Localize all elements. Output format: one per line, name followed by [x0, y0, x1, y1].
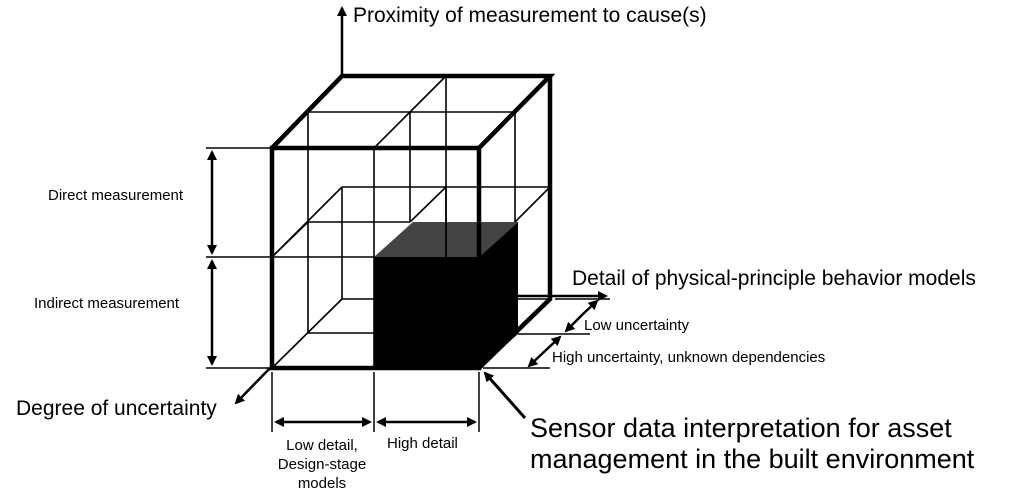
horizontal-axis-label: Detail of physical-principle behavior mo… [572, 267, 976, 290]
low-detail-label-line2: Design-stage [277, 456, 367, 473]
horizontal-dimension-lines [271, 372, 480, 432]
highlight-pointer-arrow [483, 371, 527, 419]
high-uncertainty-arrow [544, 335, 562, 352]
low-detail-label-line3: models [297, 475, 347, 492]
high-uncertainty-label: High uncertainty, unknown dependencies [552, 349, 826, 366]
indirect-measurement-label: Indirect measurement [34, 295, 180, 312]
depth-dimension-lines [483, 298, 610, 369]
high-uncertainty-arrow-2 [527, 350, 546, 368]
high-detail-label: High detail [387, 435, 458, 452]
vertical-dimension-lines [206, 147, 272, 369]
low-uncertainty-arrow-2 [564, 313, 584, 333]
low-detail-label: Low detail, Design-stage models [262, 436, 382, 493]
low-detail-label-line1: Low detail, [286, 437, 358, 454]
depth-axis-label: Degree of uncertainty [16, 397, 217, 420]
vertical-axis-label: Proximity of measurement to cause(s) [353, 4, 707, 27]
highlight-description-line2: management in the built environment [530, 444, 975, 474]
highlight-description-line1: Sensor data interpretation for asset [530, 413, 952, 443]
low-uncertainty-label: Low uncertainty [584, 317, 690, 334]
highlight-cube-front [374, 257, 479, 368]
cube-outer-edges [269, 73, 556, 371]
low-uncertainty-arrow [582, 299, 599, 315]
direct-measurement-label: Direct measurement [48, 187, 184, 204]
highlight-description: Sensor data interpretation for asset man… [530, 413, 974, 475]
highlight-cube-side [479, 222, 518, 368]
depth-axis-arrow [234, 365, 273, 405]
